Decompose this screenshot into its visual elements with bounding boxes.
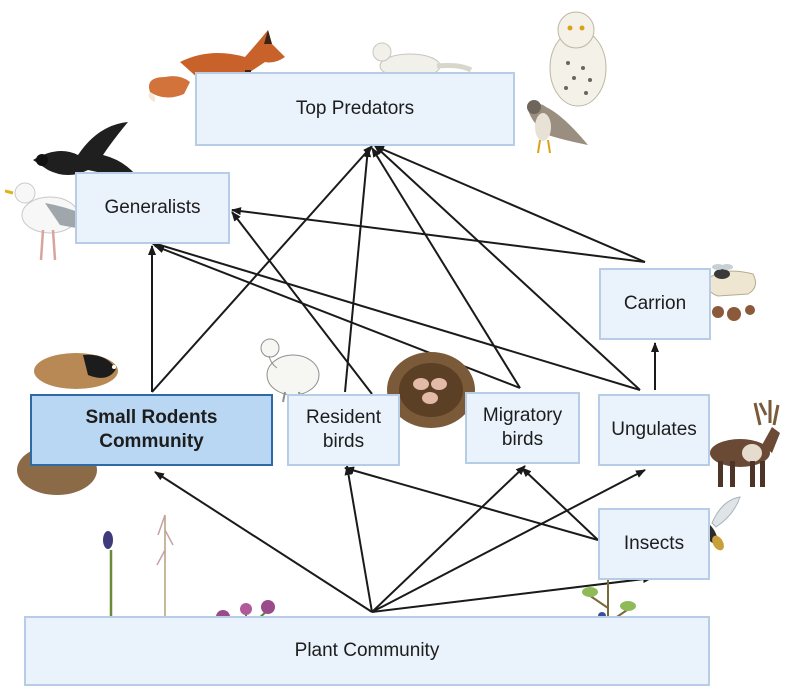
node-label: Generalists: [104, 196, 200, 220]
node-migratory-birds: Migratory birds: [465, 392, 580, 464]
node-label: Ungulates: [611, 418, 697, 442]
node-label: Migratory birds: [483, 404, 562, 452]
node-label: Insects: [624, 532, 684, 556]
reindeer-icon: [700, 395, 790, 490]
node-small-rodents: Small Rodents Community: [30, 394, 273, 466]
node-top-predators: Top Predators: [195, 72, 515, 146]
node-generalists: Generalists: [75, 172, 230, 244]
edge-resident-birds-to-top-predators: [345, 148, 368, 392]
fly-icon: [708, 262, 736, 282]
node-label: Top Predators: [296, 97, 414, 121]
node-label: Resident birds: [306, 406, 381, 454]
node-label: Carrion: [624, 292, 686, 316]
snowy-owl-icon: [538, 8, 618, 108]
falcon-icon: [518, 95, 593, 160]
node-resident-birds: Resident birds: [287, 394, 400, 466]
node-plant-community: Plant Community: [24, 616, 710, 686]
node-ungulates: Ungulates: [598, 394, 710, 466]
edge-plant-community-to-resident-birds: [347, 466, 372, 612]
edge-plant-community-to-migratory-birds: [372, 466, 525, 612]
node-carrion: Carrion: [599, 268, 711, 340]
node-insects: Insects: [598, 508, 710, 580]
node-label: Plant Community: [295, 639, 440, 663]
node-label: Small Rodents Community: [86, 406, 218, 454]
lemming-icon: [28, 345, 123, 395]
